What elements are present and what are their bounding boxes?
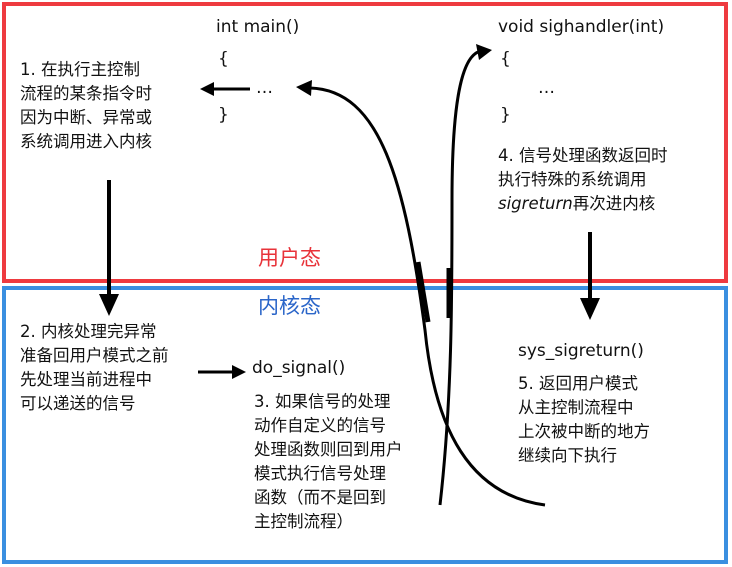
sighandler-function-header: void sighandler(int) [498,17,665,37]
step4-line: 4. 信号处理函数返回时 [498,146,668,165]
arrow-to-sighandler [438,44,492,506]
step3-line: 动作自定义的信号 [254,416,386,435]
step3-line: 模式执行信号处理 [254,464,386,483]
sys-sigreturn-function: sys_sigreturn() [518,341,644,361]
arrow-to-sys-sigreturn [580,232,600,320]
step3-line: 3. 如果信号的处理 [254,392,391,411]
kernel-mode-zone [2,286,728,564]
step2-note: 2. 内核处理完异常 准备回用户模式之前 先处理当前进程中 可以递送的信号 [20,320,169,416]
step5-note: 5. 返回用户模式 从主控制流程中 上次被中断的地方 继续向下执行 [518,372,650,468]
step4-line-rest: 再次进内核 [572,194,656,213]
step5-line: 继续向下执行 [518,446,617,465]
user-mode-label: 用户态 [258,246,321,270]
do-signal-function: do_signal() [252,358,346,378]
step2-line: 先处理当前进程中 [20,370,152,389]
arrow-to-do-signal [198,365,246,379]
arrow-to-main-instruction [200,82,250,96]
step5-line: 从主控制流程中 [518,398,634,417]
step3-line: 函数（而不是回到 [254,488,386,507]
step3-line: 处理函数则回到用户 [254,440,403,459]
step1-line: 系统调用进入内核 [20,132,152,151]
step1-line: 流程的某条指令时 [20,84,152,103]
step3-line: 主控制流程） [254,512,353,531]
sighandler-open-brace: { [500,49,511,69]
sigreturn-keyword: sigreturn [498,194,573,213]
step1-line: 因为中断、异常或 [20,108,152,127]
sighandler-body-ellipsis: … [538,78,555,98]
main-function-header: int main() [216,17,300,37]
step1-line: 1. 在执行主控制 [20,60,140,79]
step4-line: 执行特殊的系统调用 [498,170,647,189]
main-close-brace: } [218,105,229,125]
arrow-return-to-main [296,80,546,507]
step4-note: 4. 信号处理函数返回时 执行特殊的系统调用 sigreturn再次进内核 [498,144,668,216]
arrow-enter-kernel [99,180,119,316]
step5-line: 上次被中断的地方 [518,422,650,441]
step5-line: 5. 返回用户模式 [518,374,638,393]
main-body-ellipsis: … [256,78,273,98]
user-mode-zone [2,2,728,283]
step2-line: 可以递送的信号 [20,394,136,413]
step2-line: 2. 内核处理完异常 [20,322,157,341]
step2-line: 准备回用户模式之前 [20,346,169,365]
kernel-mode-label: 内核态 [258,294,321,318]
step4-line: sigreturn再次进内核 [498,192,668,216]
sighandler-close-brace: } [500,105,511,125]
step3-note: 3. 如果信号的处理 动作自定义的信号 处理函数则回到用户 模式执行信号处理 函… [254,390,403,534]
step1-note: 1. 在执行主控制 流程的某条指令时 因为中断、异常或 系统调用进入内核 [20,58,152,154]
main-open-brace: { [218,49,229,69]
